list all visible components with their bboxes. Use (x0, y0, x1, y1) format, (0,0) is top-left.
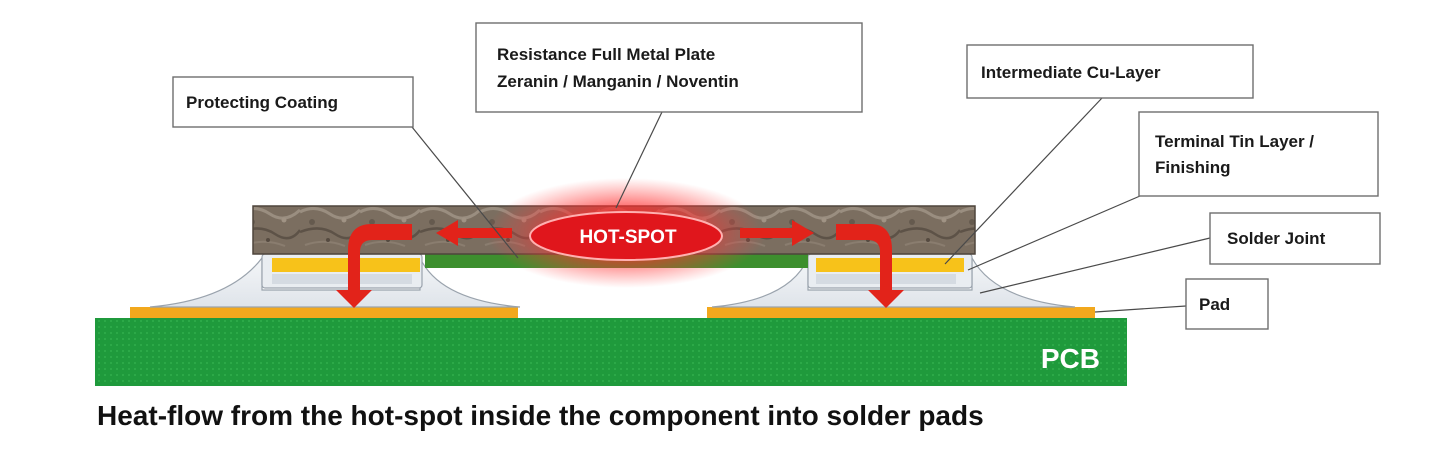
pad-left (130, 307, 518, 318)
svg-text:Protecting Coating: Protecting Coating (186, 93, 338, 112)
hot-spot-label: HOT-SPOT (579, 227, 677, 248)
leader-intermediate-cu (944, 97, 1103, 265)
leader-solder-joint (979, 237, 1211, 294)
hot-spot (529, 211, 723, 261)
leader-protecting-coating (411, 126, 519, 259)
svg-text:Solder Joint: Solder Joint (1227, 229, 1326, 248)
pad-right (707, 307, 1095, 318)
leader-resistance (615, 111, 663, 209)
label-solder-joint: Solder Joint (1209, 212, 1381, 265)
heat-flow-arrow-icon (336, 220, 904, 308)
label-intermediate-cu: Intermediate Cu-Layer (966, 44, 1254, 99)
solder-joint-left (149, 256, 521, 308)
svg-text:Terminal Tin Layer /: Terminal Tin Layer / (1155, 132, 1314, 151)
label-resistance-plate: Resistance Full Metal Plate Zeranin / Ma… (475, 22, 863, 113)
caption: Heat-flow from the hot-spot inside the c… (97, 400, 984, 431)
pcb-board (95, 318, 1127, 386)
label-terminal-tin: Terminal Tin Layer / Finishing (1138, 111, 1379, 197)
svg-text:Pad: Pad (1199, 295, 1230, 314)
label-protecting-coating: Protecting Coating (172, 76, 414, 128)
label-pad: Pad (1185, 278, 1269, 330)
leader-terminal-tin (967, 195, 1141, 271)
tin-layer-left (272, 258, 420, 272)
pcb-label: PCB (1041, 343, 1100, 374)
svg-text:Intermediate Cu-Layer: Intermediate Cu-Layer (981, 63, 1161, 82)
leader-pad (1094, 305, 1187, 313)
svg-text:Finishing: Finishing (1155, 158, 1231, 177)
svg-text:Zeranin / Manganin / Noventin: Zeranin / Manganin / Noventin (497, 72, 739, 91)
svg-text:Resistance Full Metal Plate: Resistance Full Metal Plate (497, 45, 715, 64)
